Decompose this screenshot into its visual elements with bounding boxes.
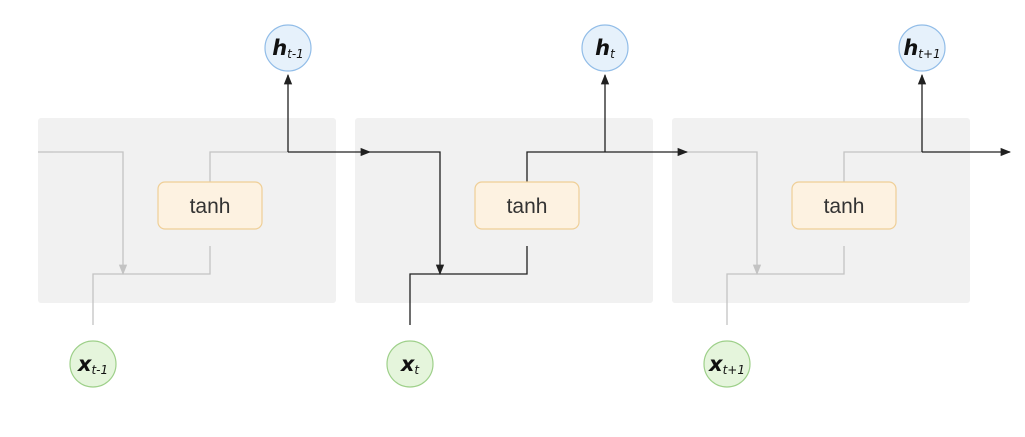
input-circle — [69, 340, 117, 388]
input-node: xt — [386, 340, 434, 388]
hidden-state-circle — [581, 24, 629, 72]
hidden-state-label: ht+1 — [903, 36, 940, 61]
hidden-state-node: ht — [581, 24, 629, 72]
tanh-gate: tanh — [791, 181, 897, 230]
hidden-state-symbol: h — [903, 36, 918, 60]
hidden-state-symbol: h — [595, 36, 610, 60]
hidden-state-subscript: t-1 — [287, 47, 304, 61]
input-circle — [386, 340, 434, 388]
hidden-state-subscript: t+1 — [918, 47, 940, 61]
hidden-state-symbol: h — [272, 36, 287, 60]
tanh-gate-box — [157, 181, 263, 230]
cell-wires — [53, 73, 293, 325]
tanh-gate-label: tanh — [507, 195, 548, 218]
previous-state-wire — [53, 151, 128, 276]
previous-state-wire — [370, 151, 445, 276]
input-label: xt — [400, 352, 421, 377]
hidden-state-node: ht-1 — [264, 24, 312, 72]
tanh-gate: tanh — [474, 181, 580, 230]
input-circle — [703, 340, 751, 388]
input-node: xt+1 — [703, 340, 751, 388]
input-merge-wire — [409, 246, 528, 325]
tanh-gate-box — [474, 181, 580, 230]
input-label: xt-1 — [77, 352, 108, 377]
cell-wires — [370, 73, 610, 325]
hidden-state-node: ht+1 — [898, 24, 946, 72]
tanh-output-wire — [526, 151, 605, 182]
hidden-state-circle — [898, 24, 946, 72]
input-merge-wire — [726, 246, 845, 325]
hidden-state-circle — [264, 24, 312, 72]
input-subscript: t+1 — [723, 363, 745, 377]
tanh-gate-label: tanh — [190, 195, 231, 218]
input-symbol: x — [77, 352, 93, 376]
input-symbol: x — [708, 352, 724, 376]
tanh-output-wire — [209, 151, 288, 182]
hidden-state-label: ht — [595, 36, 616, 61]
input-merge-wire — [92, 246, 211, 325]
tanh-gate-box — [791, 181, 897, 230]
input-node: xt-1 — [69, 340, 117, 388]
hidden-state-label: ht-1 — [272, 36, 304, 61]
hidden-state-subscript: t — [610, 47, 616, 61]
tanh-gate-label: tanh — [824, 195, 865, 218]
input-subscript: t — [414, 363, 420, 377]
previous-state-wire — [687, 151, 762, 276]
input-label: xt+1 — [708, 352, 745, 377]
input-symbol: x — [400, 352, 416, 376]
tanh-gate: tanh — [157, 181, 263, 230]
input-subscript: t-1 — [91, 363, 108, 377]
tanh-output-wire — [843, 151, 922, 182]
cell-wires — [687, 73, 927, 325]
